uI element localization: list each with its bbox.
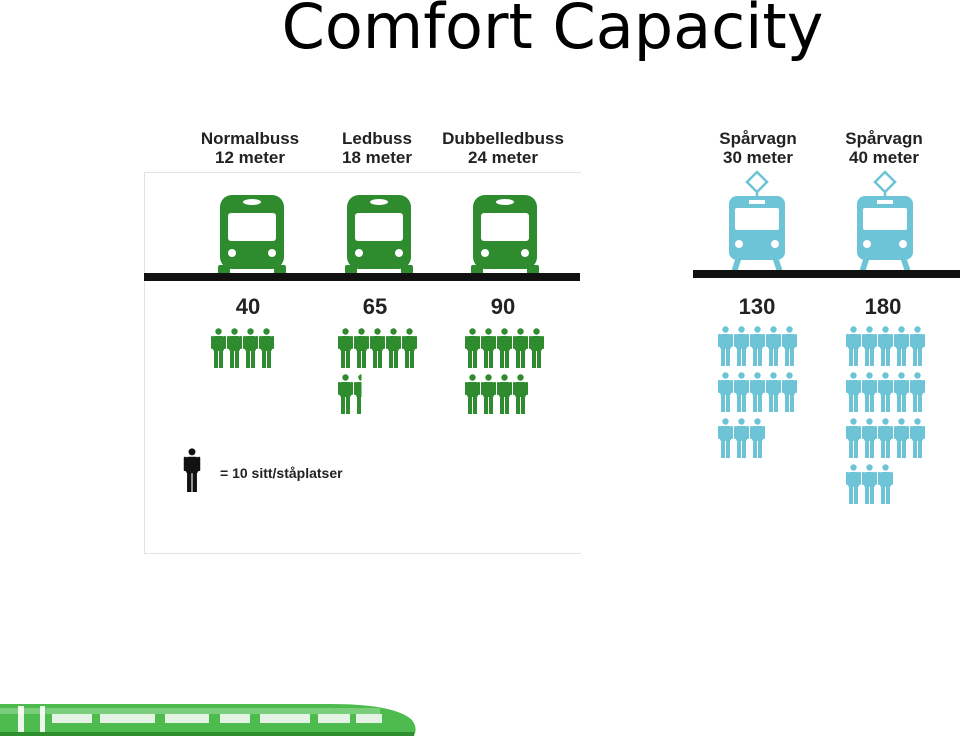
person-icon [862, 372, 877, 412]
vehicle-name: Dubbelledbuss [442, 129, 564, 148]
person-icon [782, 372, 797, 412]
vehicle-length: 40 meter [849, 148, 919, 167]
bus-icon [471, 195, 539, 275]
person-icon [183, 448, 201, 492]
person-icon [465, 328, 480, 368]
person-icon [846, 326, 861, 366]
vehicle-length: 18 meter [342, 148, 412, 167]
person-icon [338, 328, 353, 368]
person-icon [402, 328, 417, 368]
person-icon [846, 418, 861, 458]
vehicle-name: Spårvagn [719, 129, 797, 148]
person-icon [846, 372, 861, 412]
person-icon [718, 418, 733, 458]
vehicle-label-sparvagn-40: Spårvagn 40 meter [809, 129, 959, 167]
capacity-dubbelledbuss: 90 [490, 294, 516, 319]
person-icon [513, 328, 528, 368]
vehicle-name: Ledbuss [342, 129, 412, 148]
person-icon [259, 328, 274, 368]
capacity-sparvagn-40: 180 [864, 294, 902, 319]
person-icon [894, 372, 909, 412]
vehicle-label-ledbuss: Ledbuss 18 meter [302, 129, 452, 167]
person-icon [878, 326, 893, 366]
person-icon [894, 418, 909, 458]
vehicle-label-dubbelledbuss: Dubbelledbuss 24 meter [428, 129, 578, 167]
person-icon [862, 418, 877, 458]
person-icon [862, 464, 877, 504]
bus-ground-line [144, 273, 580, 281]
tram-ground-line [693, 270, 960, 278]
vehicle-name: Spårvagn [845, 129, 923, 148]
person-icon [513, 374, 528, 414]
legend-text: = 10 sitt/ståplatser [220, 465, 343, 481]
person-icon [338, 374, 353, 414]
vehicle-length: 30 meter [723, 148, 793, 167]
person-icon [734, 418, 749, 458]
person-icon [766, 326, 781, 366]
capacity-ledbuss: 65 [362, 294, 388, 319]
person-icon [227, 328, 242, 368]
bus-icon [345, 195, 413, 275]
person-icon [766, 372, 781, 412]
person-icon [894, 326, 909, 366]
person-icon [782, 326, 797, 366]
capacity-sparvagn-30: 130 [738, 294, 776, 319]
train-image [0, 704, 416, 736]
vehicle-label-sparvagn-30: Spårvagn 30 meter [683, 129, 833, 167]
person-icon [734, 372, 749, 412]
person-icon [878, 418, 893, 458]
person-icon [718, 326, 733, 366]
person-icon [846, 464, 861, 504]
person-icon [878, 372, 893, 412]
tram-icon [857, 170, 913, 272]
person-icon [481, 374, 496, 414]
vehicle-name: Normalbuss [200, 129, 300, 148]
person-icon [529, 328, 544, 368]
capacity-normalbuss: 40 [235, 294, 261, 319]
page-title: Comfort Capacity [281, 0, 824, 63]
person-icon [750, 372, 765, 412]
person-icon [878, 464, 893, 504]
vehicle-label-normalbuss: Normalbuss 12 meter [175, 129, 325, 167]
person-icon [481, 328, 496, 368]
person-icon [862, 326, 877, 366]
person-icon [718, 372, 733, 412]
bus-panel-frame [144, 172, 581, 554]
person-icon [910, 418, 925, 458]
person-icon [750, 326, 765, 366]
person-icon [910, 326, 925, 366]
person-icon [386, 328, 401, 368]
vehicle-length: 12 meter [215, 148, 285, 167]
tram-icon [729, 170, 785, 272]
person-icon [370, 328, 385, 368]
person-icon [211, 328, 226, 368]
vehicle-length: 24 meter [468, 148, 538, 167]
person-icon [465, 374, 480, 414]
person-icon [910, 372, 925, 412]
bus-icon [218, 195, 286, 275]
person-icon [734, 326, 749, 366]
person-icon [243, 328, 258, 368]
person-icon [354, 328, 369, 368]
person-icon [497, 328, 512, 368]
person-icon [750, 418, 765, 458]
person-icon [497, 374, 512, 414]
